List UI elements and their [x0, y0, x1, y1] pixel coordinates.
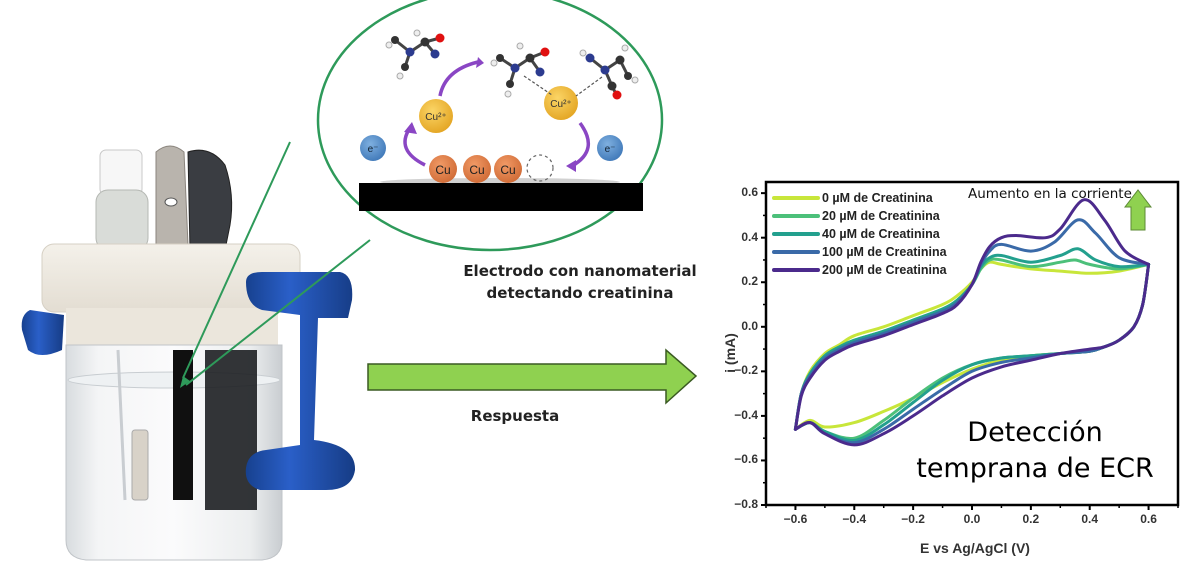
y-tick-label: −0.2 — [734, 363, 758, 378]
conclusion-line1: Detección — [967, 417, 1103, 448]
increase-arrow-icon — [1123, 189, 1153, 231]
cu-atom: Cu — [463, 155, 491, 183]
electron-right: e⁻ — [597, 135, 623, 161]
legend-item: 0 µM de Creatinina — [772, 190, 933, 206]
response-arrow-label: Respuesta — [470, 407, 560, 425]
svg-text:Cu: Cu — [469, 163, 484, 177]
pointer-line-1 — [182, 141, 291, 379]
arrowhead — [404, 122, 417, 134]
legend-swatch — [772, 250, 820, 254]
clip-hole — [164, 197, 178, 207]
svg-text:Cu: Cu — [500, 163, 515, 177]
creatinine-molecule — [385, 29, 445, 80]
x-tick-label: −0.6 — [783, 512, 808, 526]
legend-label: 40 µM de Creatinina — [822, 227, 940, 241]
legend-item: 40 µM de Creatinina — [772, 226, 940, 242]
inset-caption: Electrodo con nanomaterial detectando cr… — [440, 260, 720, 304]
electrode-bar — [359, 183, 643, 211]
legend-item: 20 µM de Creatinina — [772, 208, 940, 224]
legend-label: 0 µM de Creatinina — [822, 191, 933, 205]
legend-item: 200 µM de Creatinina — [772, 262, 947, 278]
svg-text:e⁻: e⁻ — [605, 144, 616, 155]
counter-electrode-clip — [155, 145, 189, 246]
cu2-ion-left: Cu²⁺ — [419, 99, 453, 133]
inset-caption-line2: detectando creatinina — [486, 284, 674, 302]
pointer-arrowhead — [180, 376, 190, 388]
pointer-line-2 — [185, 239, 371, 386]
x-tick-label: 0.6 — [1140, 512, 1157, 526]
svg-text:e⁻: e⁻ — [368, 144, 379, 155]
x-tick-label: 0.4 — [1081, 512, 1099, 526]
y-axis-title: i (mA) — [722, 333, 738, 373]
x-tick-label: −0.2 — [901, 512, 925, 526]
legend-swatch — [772, 232, 820, 236]
counter-electrode-strip — [205, 350, 257, 510]
working-electrode-strip — [173, 350, 193, 500]
electrochemical-cell-photo — [21, 145, 356, 561]
outlet-tube-right — [245, 272, 356, 490]
inset-caption-line1: Electrodo con nanomaterial — [463, 262, 697, 280]
legend-swatch — [772, 268, 820, 272]
legend-swatch — [772, 196, 820, 200]
arrowhead — [566, 160, 576, 172]
x-tick-label: 0.0 — [963, 512, 981, 526]
conclusion-label: Detección temprana de ECR — [900, 415, 1170, 487]
legend-label: 20 µM de Creatinina — [822, 209, 940, 223]
legend-label: 100 µM de Creatinina — [822, 245, 947, 259]
series-line-4-cathodic-scan — [793, 262, 1151, 447]
arrow-complex-to-electrode — [571, 121, 590, 168]
inset-pointer-lines — [180, 141, 371, 388]
legend-label: 200 µM de Creatinina — [822, 263, 947, 277]
chart-series — [793, 198, 1151, 447]
arrow-ion-to-molecule — [438, 60, 479, 97]
cu-atom: Cu — [429, 155, 457, 183]
increase-annotation: Aumento en la corriente — [968, 186, 1132, 202]
creatinine-molecule — [579, 44, 639, 100]
series-line-4-anodic-scan — [793, 198, 1151, 431]
arrowhead — [476, 57, 484, 68]
svg-text:Cu²⁺: Cu²⁺ — [425, 112, 446, 123]
vacancy-site — [526, 154, 554, 182]
response-arrow — [367, 348, 698, 405]
series-line-0-anodic-scan — [793, 260, 1151, 431]
conclusion-line2: temprana de ECR — [916, 453, 1154, 484]
reference-tip — [131, 429, 149, 501]
y-tick-label: 0.0 — [741, 318, 758, 333]
legend-item: 100 µM de Creatinina — [772, 244, 947, 260]
y-tick-label: −0.4 — [734, 407, 758, 422]
creatinine-molecule — [490, 42, 550, 98]
legend-swatch — [772, 214, 820, 218]
working-electrode-holder — [187, 149, 233, 251]
mechanism-inset: Cu Cu Cu Cu²⁺ Cu²⁺ e⁻ e⁻ — [316, 0, 664, 252]
x-tick-label: −0.4 — [842, 512, 867, 526]
x-tick-label: 0.2 — [1022, 512, 1040, 526]
svg-text:Cu: Cu — [435, 163, 450, 177]
x-axis-title: E vs Ag/AgCl (V) — [920, 540, 1030, 556]
cu2-ion-right: Cu²⁺ — [544, 86, 578, 120]
cu-atom: Cu — [494, 155, 522, 183]
electron-left: e⁻ — [360, 135, 386, 161]
y-tick-label: 0.6 — [741, 185, 758, 200]
y-tick-label: −0.8 — [734, 497, 758, 511]
inlet-tube-left — [21, 310, 64, 355]
y-tick-label: 0.4 — [741, 229, 758, 244]
y-tick-label: −0.6 — [734, 452, 758, 467]
svg-text:Cu²⁺: Cu²⁺ — [550, 99, 571, 110]
y-tick-label: 0.2 — [741, 274, 758, 289]
